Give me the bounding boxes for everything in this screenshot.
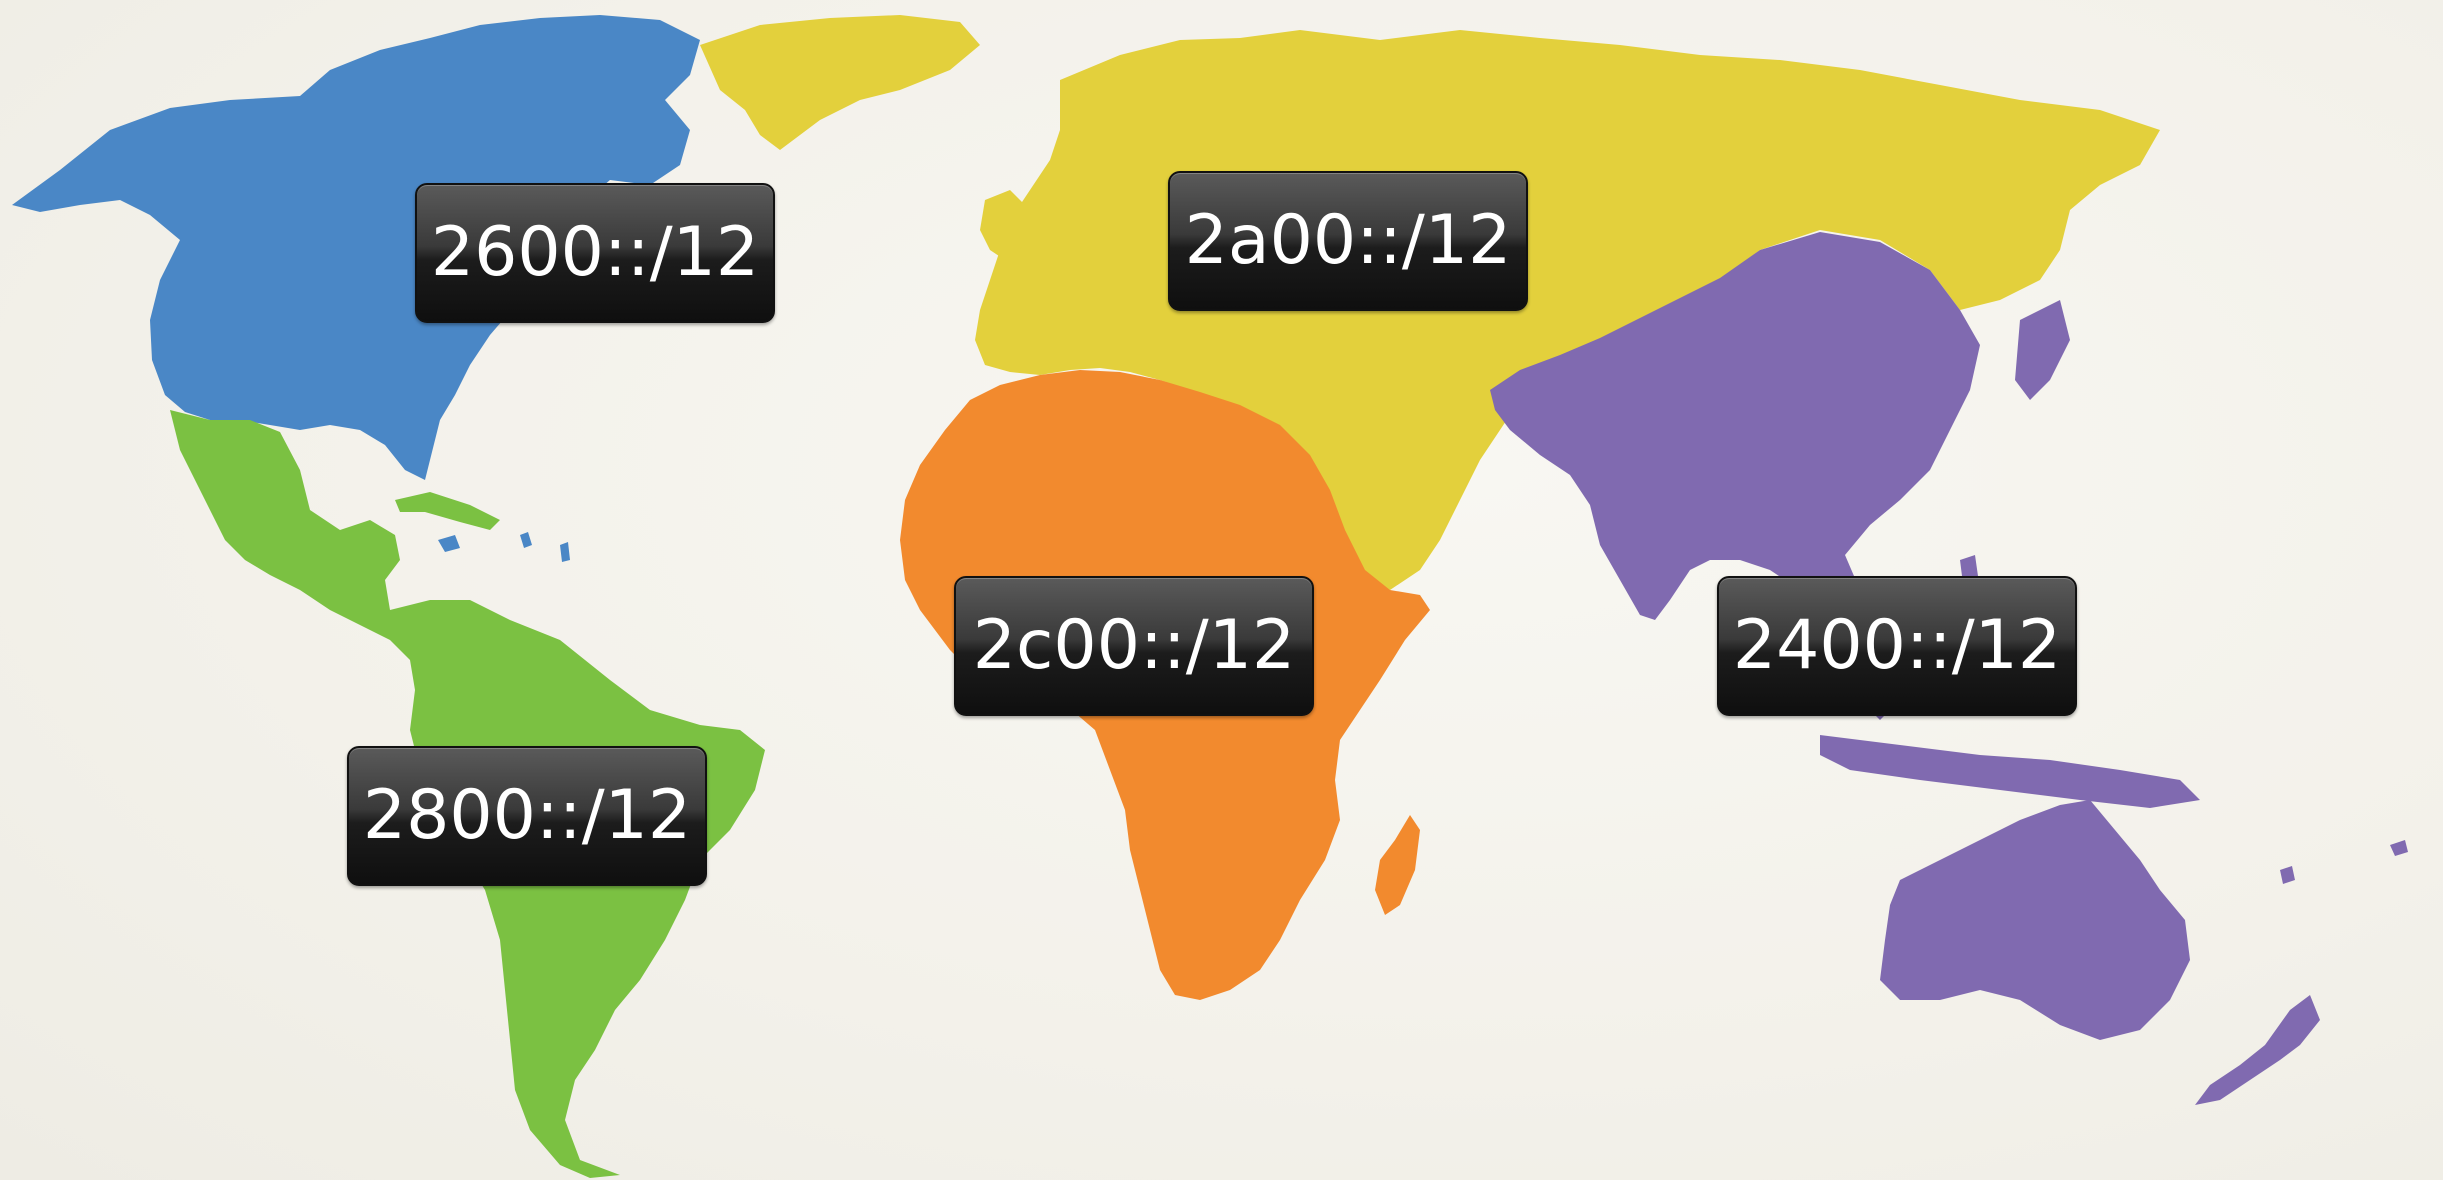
australia-shape (1880, 800, 2190, 1040)
label-europe: 2a00::/12 (1168, 171, 1528, 311)
region-north-america (12, 15, 700, 562)
label-asia-pacific: 2400::/12 (1717, 576, 2077, 716)
madagascar-shape (1375, 815, 1420, 915)
label-latin-america: 2800::/12 (347, 746, 707, 886)
cuba-shape (395, 492, 500, 530)
label-north-america: 2600::/12 (415, 183, 775, 323)
region-north-america-shape (12, 15, 700, 480)
caribbean-islands-shape (438, 532, 570, 562)
british-isles-shape (980, 190, 1030, 260)
label-africa: 2c00::/12 (954, 576, 1314, 716)
new-zealand-shape (2195, 995, 2320, 1105)
southeast-asia-islands-shape (1820, 300, 2200, 808)
pacific-islands-shape (2280, 840, 2408, 884)
